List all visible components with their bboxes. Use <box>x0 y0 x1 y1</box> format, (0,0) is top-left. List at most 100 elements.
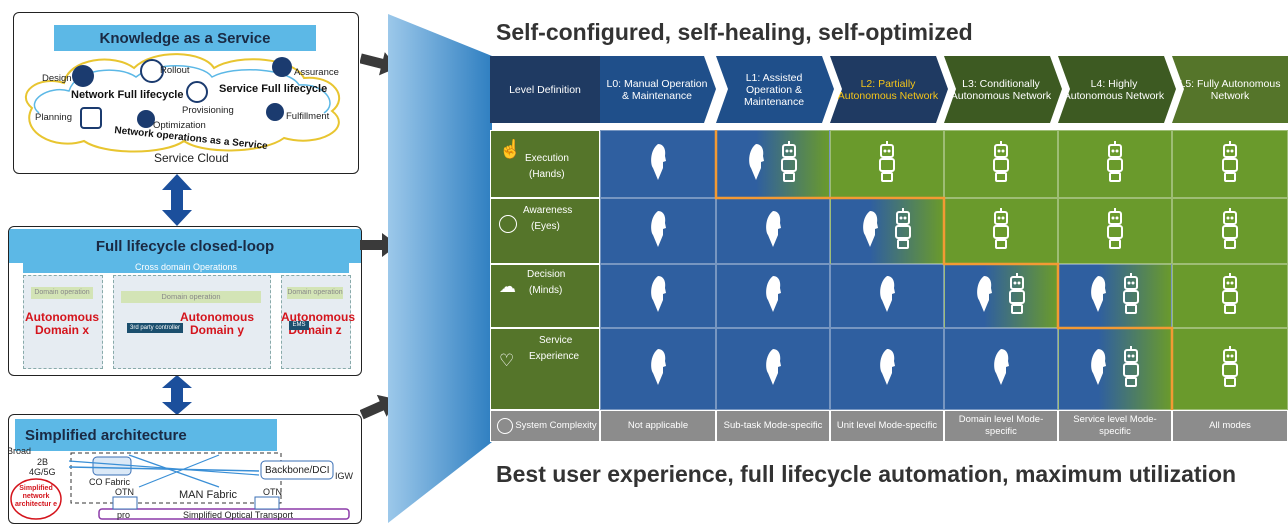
human-head-icon <box>861 209 879 254</box>
kaas-title: Knowledge as a Service <box>54 25 316 51</box>
complexity-l4: Service level Mode-specific <box>1058 410 1172 442</box>
human-head-icon <box>1089 274 1107 319</box>
otn-label-2: OTN <box>263 487 282 497</box>
optimization-label: Optimization <box>153 120 206 131</box>
human-head-icon <box>764 209 782 254</box>
human-head-icon <box>649 209 667 254</box>
autonomy-boundary-line <box>714 130 1174 410</box>
architecture-panel: Simplified architecture Broad 2B 4G/5G C… <box>8 414 362 524</box>
double-arrow-icon <box>162 174 192 226</box>
domain-op-x: Domain operation <box>31 287 93 299</box>
system-complexity-label: System Complexity <box>490 410 600 442</box>
grid-cell <box>944 198 1058 264</box>
provisioning-label: Provisioning <box>182 105 234 116</box>
heart-icon: ♡ <box>499 351 515 370</box>
complexity-l0: Not applicable <box>600 410 716 442</box>
level-l3-header: L3: Conditionally Autonomous Network <box>950 77 1052 102</box>
level-l0-header: L0: Manual Operation & Maintenance <box>606 77 708 102</box>
human-head-icon <box>878 347 896 392</box>
robot-icon <box>1220 140 1240 188</box>
grid-cell <box>1172 198 1288 264</box>
complexity-l5: All modes <box>1172 410 1288 442</box>
grid-cell <box>1058 198 1172 264</box>
level-l4-header: L4: Highly Autonomous Network <box>1063 77 1165 102</box>
robot-icon <box>991 207 1011 255</box>
right-arrow-icon <box>360 52 398 76</box>
robot-icon <box>877 140 897 188</box>
level-l2-header: L2: Partially Autonomous Network <box>837 77 939 102</box>
grid-cell <box>600 198 716 264</box>
human-head-icon <box>1089 347 1107 392</box>
level-definition-header: Level Definition <box>490 56 600 123</box>
cross-domain-label: Cross domain Operations <box>23 262 349 273</box>
planning-label: Planning <box>35 112 72 123</box>
domain-y-box <box>113 275 271 369</box>
domain-op-y: Domain operation <box>121 291 261 303</box>
brain-icon: ☁ <box>499 277 516 296</box>
closed-loop-title: Full lifecycle closed-loop <box>9 229 361 263</box>
human-head-icon <box>878 274 896 319</box>
hand-icon: ☝ <box>499 139 522 159</box>
planning-icon <box>80 107 102 129</box>
igw-label: IGW <box>335 471 353 481</box>
co-fabric-label: CO Fabric <box>89 477 131 487</box>
grid-cell <box>944 130 1058 198</box>
grid-cell <box>716 328 830 410</box>
robot-icon <box>1007 272 1027 320</box>
architecture-title: Simplified architecture <box>15 419 277 451</box>
top-title: Self-configured, self-healing, self-opti… <box>496 19 973 45</box>
complexity-l2: Unit level Mode-specific <box>830 410 944 442</box>
gear-icon <box>497 418 513 434</box>
simplified-network-label: Simplified network architectur e <box>14 485 58 508</box>
domain-x-label: Autonomous Domain x <box>25 310 99 337</box>
backbone-label: Backbone/DCI <box>265 465 330 476</box>
grid-cell <box>600 328 716 410</box>
2b-label: 2B <box>37 457 49 467</box>
design-icon <box>72 65 94 87</box>
grid-cell <box>1058 130 1172 198</box>
human-head-icon <box>649 274 667 319</box>
grid-cell <box>944 264 1058 328</box>
robot-icon <box>1105 207 1125 255</box>
controller-box: 3rd party controller <box>127 323 183 333</box>
optimization-icon <box>137 110 155 128</box>
row-service-experience: ♡ Service Experience <box>490 328 600 410</box>
kaas-panel: Knowledge as a Service Design Rollout As… <box>13 12 359 174</box>
bottom-title: Best user experience, full lifecycle aut… <box>496 461 1237 487</box>
row-decision: ☁ Decision (Minds) <box>490 264 600 328</box>
human-head-icon <box>764 347 782 392</box>
grid-cell <box>830 264 944 328</box>
robot-icon <box>1220 272 1240 320</box>
robot-icon <box>1121 345 1141 393</box>
grid-cell <box>716 264 830 328</box>
grid-cell <box>830 130 944 198</box>
pro-label: pro <box>117 510 131 520</box>
ems-box: EMS <box>289 321 309 330</box>
robot-icon <box>1220 207 1240 255</box>
grid-cell <box>1172 130 1288 198</box>
robot-icon <box>1121 272 1141 320</box>
robot-icon <box>1220 345 1240 393</box>
grid-cell <box>600 130 716 198</box>
fulfillment-label: Fulfillment <box>286 111 330 122</box>
provisioning-icon <box>186 81 208 103</box>
closed-loop-panel: Full lifecycle closed-loop Cross domain … <box>8 226 362 376</box>
level-chevrons <box>600 56 1288 123</box>
broad-label: Broad <box>8 446 32 456</box>
double-arrow-icon <box>162 375 192 415</box>
fulfillment-icon <box>266 103 284 121</box>
zoom-funnel <box>388 14 492 523</box>
man-fabric-label: MAN Fabric <box>179 489 238 501</box>
cloud-diagram <box>24 53 340 153</box>
row-execution: ☝ Execution (Hands) <box>490 130 600 198</box>
rollout-icon <box>140 59 164 83</box>
assurance-icon <box>272 57 292 77</box>
network-full-lifecycle-label: Network Full lifecycle <box>71 89 184 101</box>
service-full-lifecycle-label: Service Full lifecycle <box>219 83 328 95</box>
domain-op-z: Domain operation <box>287 287 343 299</box>
robot-icon <box>991 140 1011 188</box>
human-head-icon <box>649 142 667 187</box>
human-head-icon <box>649 347 667 392</box>
human-head-icon <box>764 274 782 319</box>
network-diagram <box>10 452 350 520</box>
